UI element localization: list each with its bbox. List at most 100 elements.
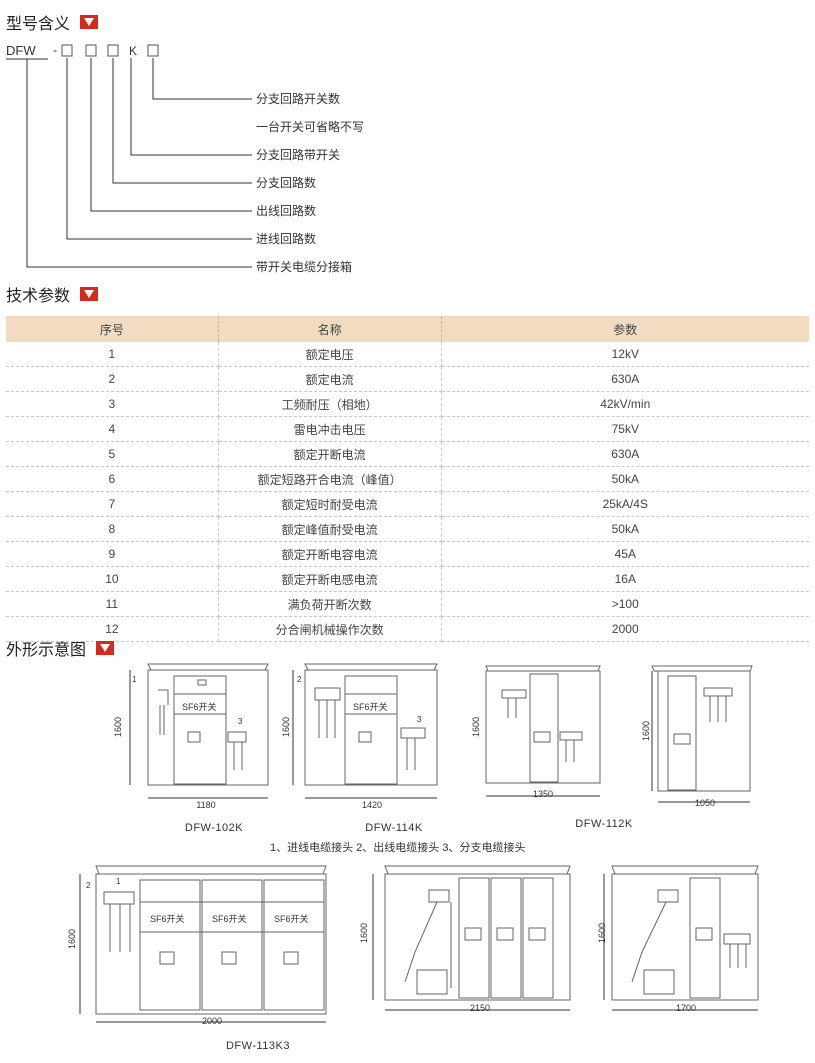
cell-no: 5 bbox=[6, 441, 219, 467]
dim-height-7: 1600 bbox=[597, 922, 608, 944]
model-code-diagram: DFW - K 分支回路开关数 一台开关可省略不写 分支回路带开关 分支回路数 … bbox=[6, 43, 364, 274]
label-2: 2 bbox=[86, 881, 91, 890]
dim-width-6: 2150 bbox=[469, 1003, 491, 1013]
dim-height-5: 1600 bbox=[67, 928, 78, 950]
dim-width-2: 1420 bbox=[361, 800, 383, 810]
section-title-text: 型号含义 bbox=[6, 16, 71, 33]
model-k-letter: K bbox=[129, 44, 137, 58]
section-title-text: 技术参数 bbox=[6, 288, 71, 305]
model-desc-6: 进线回路数 bbox=[256, 231, 316, 246]
diagram-1700 bbox=[603, 865, 759, 1011]
cell-name: 额定开断电容电流 bbox=[218, 541, 442, 567]
code-box-2 bbox=[85, 44, 97, 57]
dim-height-1: 1600 bbox=[113, 716, 124, 738]
section-title-params: 技术参数 bbox=[6, 282, 99, 306]
cell-no: 3 bbox=[6, 391, 219, 417]
diagram-2150 bbox=[372, 865, 571, 1011]
code-box-3 bbox=[107, 44, 119, 57]
cell-no: 9 bbox=[6, 541, 219, 567]
cell-no: 12 bbox=[6, 616, 219, 642]
cell-value: 630A bbox=[441, 441, 809, 467]
diagram-dfw-112k bbox=[485, 665, 601, 797]
dim-height-6: 1600 bbox=[359, 922, 370, 944]
model-desc-5: 出线回路数 bbox=[256, 203, 316, 218]
cell-no: 2 bbox=[6, 366, 219, 392]
cell-value: 50kA bbox=[441, 466, 809, 492]
cell-no: 4 bbox=[6, 416, 219, 442]
cell-value: >100 bbox=[441, 591, 809, 617]
cell-value: 630A bbox=[441, 366, 809, 392]
cell-no: 10 bbox=[6, 566, 219, 592]
code-box-1 bbox=[61, 44, 73, 57]
dim-width-1: 1180 bbox=[196, 800, 216, 810]
model-prefix: DFW bbox=[6, 43, 36, 58]
down-triangle-icon bbox=[96, 641, 115, 655]
dim-height-3: 1600 bbox=[471, 716, 482, 738]
cell-name: 额定峰值耐受电流 bbox=[218, 516, 442, 542]
section-title-model: 型号含义 bbox=[6, 10, 99, 34]
cell-no: 7 bbox=[6, 491, 219, 517]
table-header-row: 序号 名称 参数 bbox=[6, 316, 809, 342]
sf6-switch-label-1: SF6开关 bbox=[150, 913, 185, 924]
model-desc-4: 分支回路数 bbox=[256, 175, 316, 190]
cell-no: 11 bbox=[6, 591, 219, 617]
section-title-outline: 外形示意图 bbox=[6, 636, 115, 660]
model-desc-1: 分支回路开关数 bbox=[256, 91, 340, 106]
fig-name-dfw-102k: DFW-102K bbox=[184, 822, 244, 834]
dim-height-4: 1600 bbox=[641, 720, 652, 742]
cell-name: 分合闸机械操作次数 bbox=[218, 616, 442, 642]
sf6-switch-label: SF6开关 bbox=[182, 701, 217, 712]
cell-value: 42kV/min bbox=[441, 391, 809, 417]
sf6-switch-label: SF6开关 bbox=[353, 701, 388, 712]
code-box-4 bbox=[147, 44, 159, 57]
sf6-switch-label-3: SF6开关 bbox=[274, 913, 309, 924]
dim-width-3: 1350 bbox=[532, 789, 554, 799]
label-1: 1 bbox=[116, 877, 121, 886]
cell-name: 额定电流 bbox=[218, 366, 442, 392]
cell-name: 额定电压 bbox=[218, 342, 442, 367]
dim-width-7: 1700 bbox=[675, 1003, 697, 1013]
fig-name-dfw-113k3: DFW-113K3 bbox=[225, 1040, 291, 1052]
label-3: 3 bbox=[417, 715, 422, 724]
diagram-1050 bbox=[651, 665, 753, 803]
diagram-dfw-114k: 2 3 SF6开关 bbox=[292, 663, 438, 799]
cell-name: 雷电冲击电压 bbox=[218, 416, 442, 442]
cell-value: 45A bbox=[441, 541, 809, 567]
sf6-switch-label-2: SF6开关 bbox=[212, 913, 247, 924]
label-1: 1 bbox=[132, 675, 137, 684]
cell-value: 50kA bbox=[441, 516, 809, 542]
cell-value: 16A bbox=[441, 566, 809, 592]
dim-width-5: 2000 bbox=[201, 1016, 223, 1026]
model-dash: - bbox=[53, 43, 57, 57]
diagram-dfw-113k3: 2 1 SF6开关 SF6开关 SF6开关 bbox=[79, 865, 327, 1023]
section-title-text: 外形示意图 bbox=[6, 642, 87, 659]
dim-width-4: 1050 bbox=[694, 798, 716, 808]
cell-name: 额定开断电流 bbox=[218, 441, 442, 467]
cell-value: 25kA/4S bbox=[441, 491, 809, 517]
cell-value: 75kV bbox=[441, 416, 809, 442]
cable-legend: 1、进线电缆接头 2、出线电缆接头 3、分支电缆接头 bbox=[270, 842, 526, 854]
label-2: 2 bbox=[297, 675, 302, 684]
header-value: 参数 bbox=[441, 316, 809, 342]
cell-name: 满负荷开断次数 bbox=[218, 591, 442, 617]
cell-name: 工频耐压（相地） bbox=[218, 391, 442, 417]
fig-name-dfw-112k: DFW-112K bbox=[575, 818, 633, 830]
cell-value: 12kV bbox=[441, 342, 809, 367]
dim-height-2: 1600 bbox=[281, 716, 292, 738]
model-desc-3: 分支回路带开关 bbox=[256, 147, 340, 162]
cell-value: 2000 bbox=[441, 616, 809, 642]
cell-name: 额定短时耐受电流 bbox=[218, 491, 442, 517]
cell-no: 6 bbox=[6, 466, 219, 492]
